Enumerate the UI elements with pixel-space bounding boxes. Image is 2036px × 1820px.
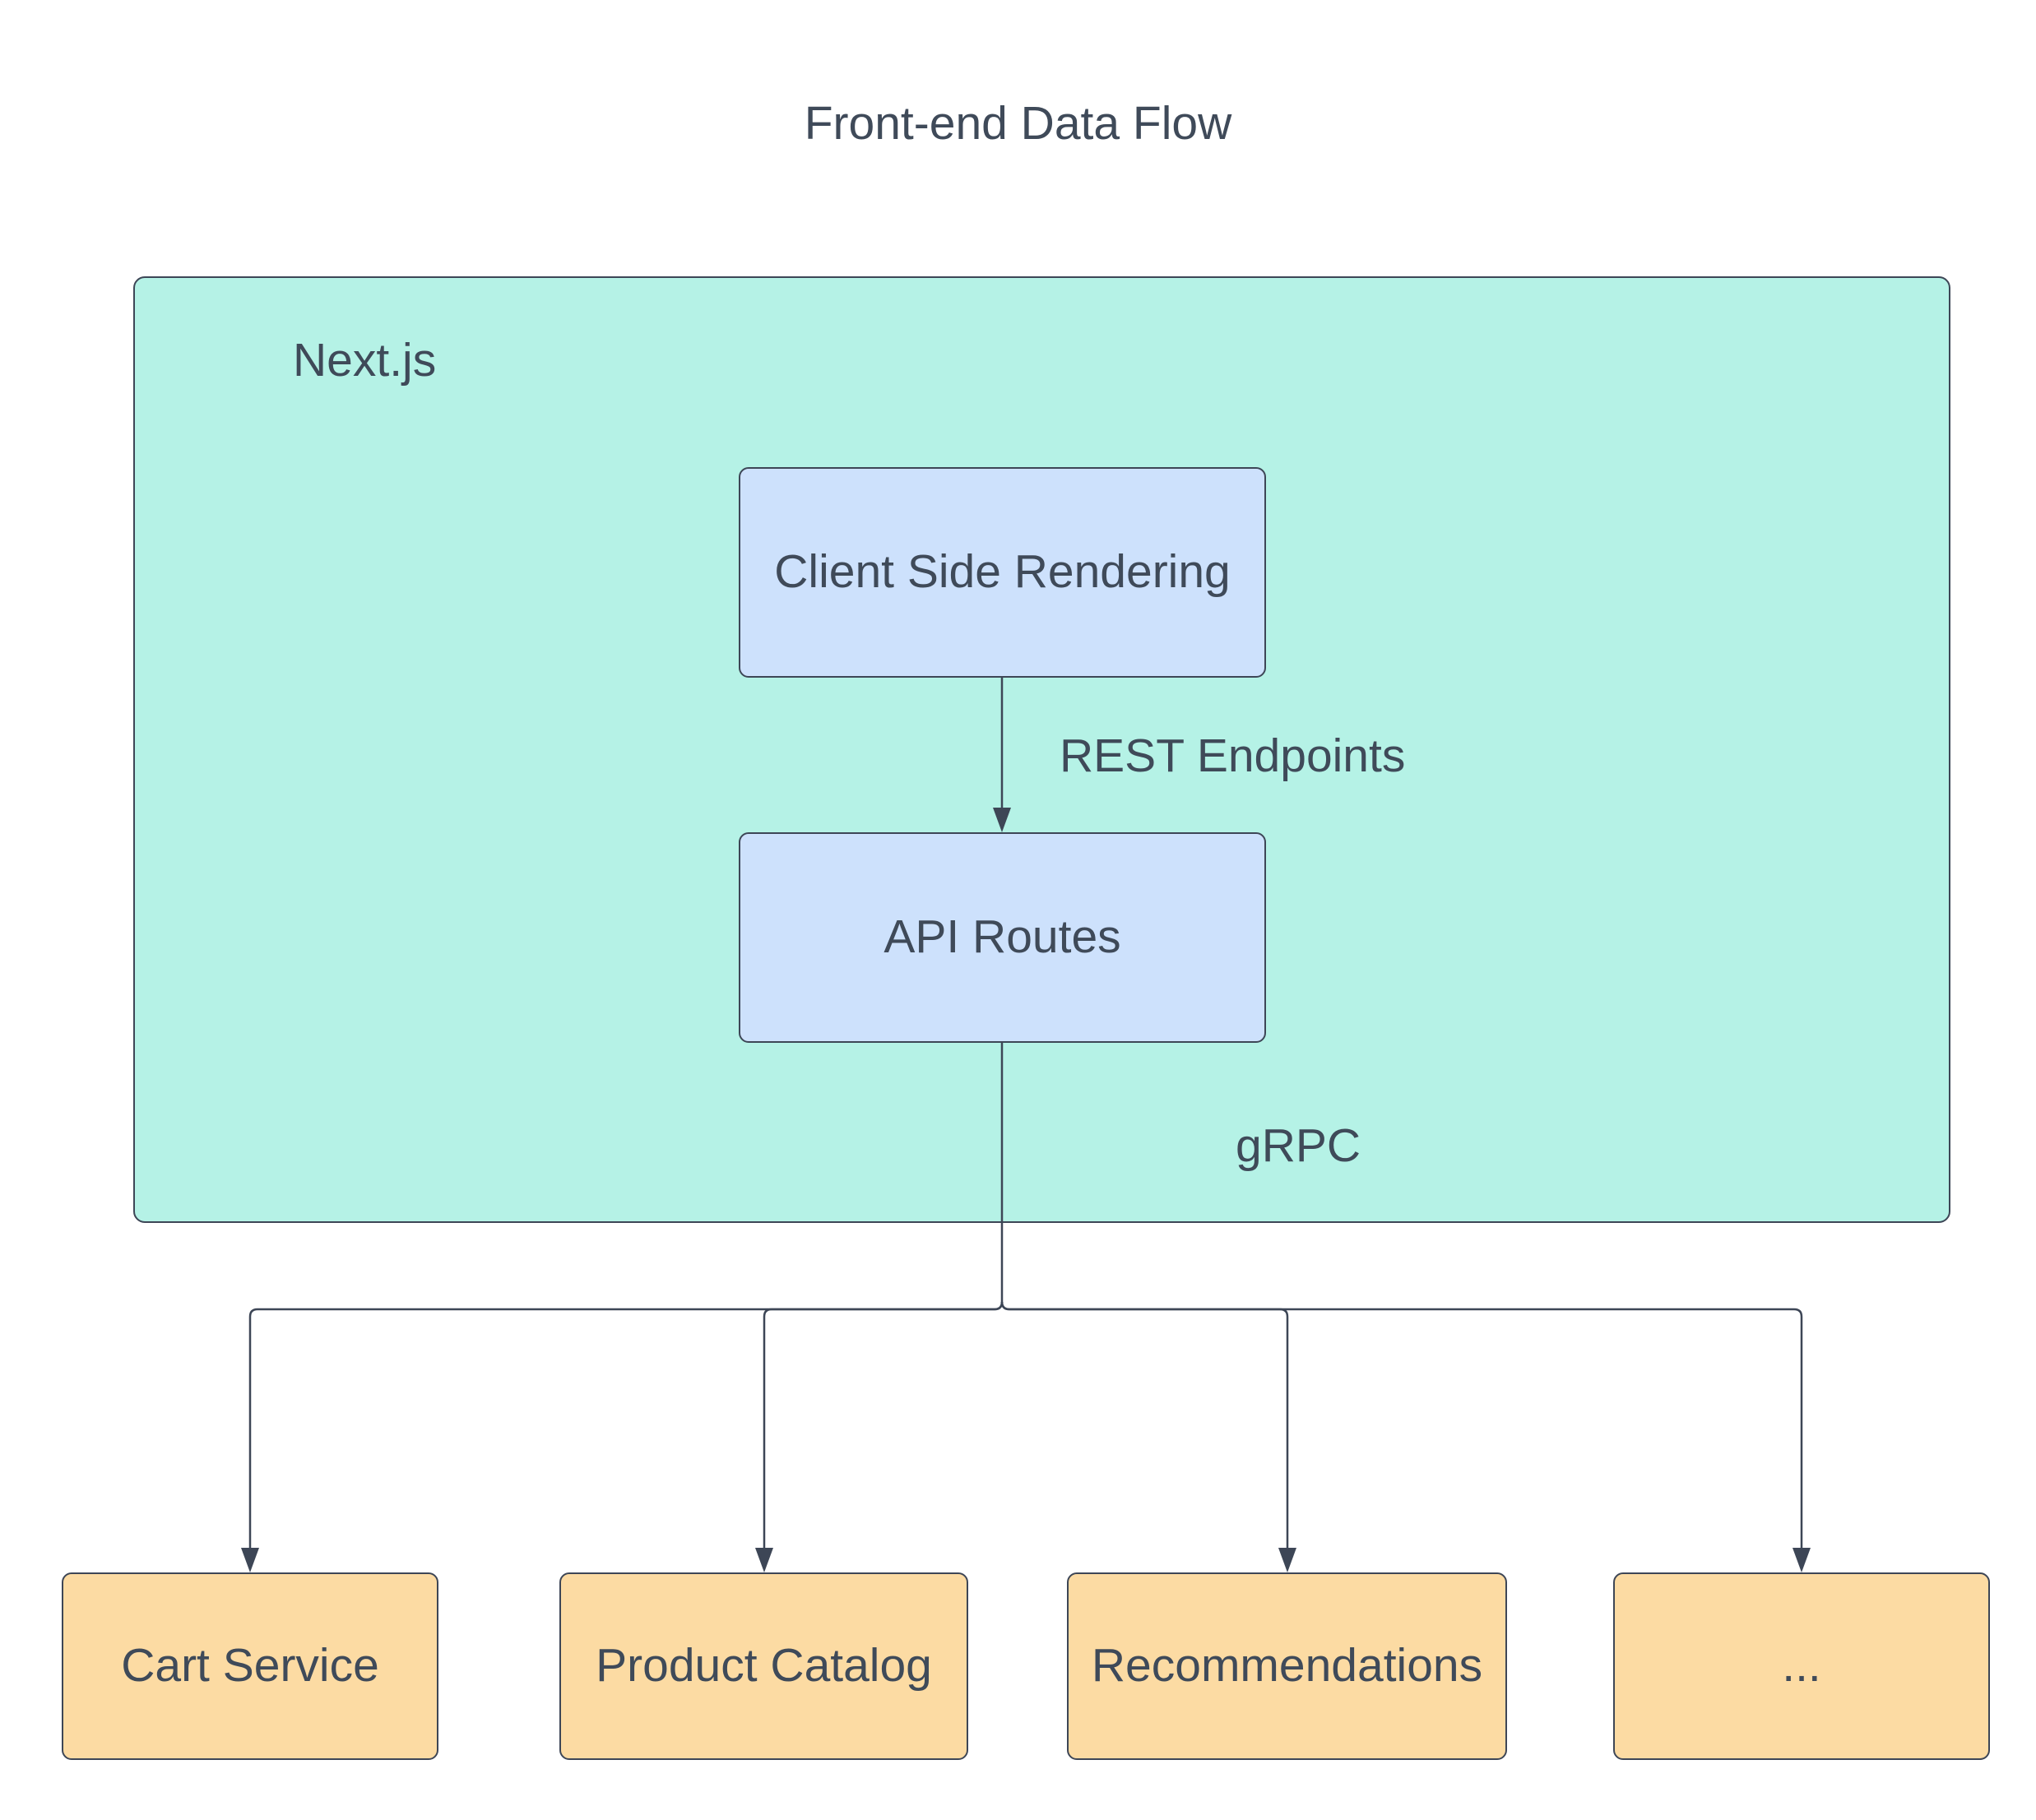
arrowhead-more-services <box>1793 1548 1811 1572</box>
edge-label-rest-endpoints: REST Endpoints <box>1060 729 1406 782</box>
node-more-services: ... <box>1613 1572 1990 1760</box>
edge-api-to-catalog <box>763 1301 1004 1549</box>
nextjs-container-label: Next.js <box>293 334 437 387</box>
arrowhead-product-catalog <box>755 1548 773 1572</box>
node-api-routes-label: API Routes <box>884 910 1121 964</box>
node-cart-service: Cart Service <box>62 1572 438 1760</box>
edge-label-grpc: gRPC <box>1236 1119 1361 1172</box>
arrowhead-recommendations <box>1278 1548 1296 1572</box>
nextjs-container <box>133 276 1950 1223</box>
node-product-catalog-label: Product Catalog <box>596 1639 932 1693</box>
arrowhead-cart-service <box>241 1548 259 1572</box>
node-cart-service-label: Cart Service <box>121 1639 379 1693</box>
diagram-title: Front-end Data Flow <box>804 97 1232 150</box>
node-recommendations: Recommendations <box>1067 1572 1507 1760</box>
edge-api-to-more <box>1000 1301 1803 1549</box>
node-more-services-label: ... <box>1782 1639 1821 1693</box>
node-client-side-rendering-label: Client Side Rendering <box>774 545 1231 599</box>
node-product-catalog: Product Catalog <box>559 1572 968 1760</box>
node-recommendations-label: Recommendations <box>1091 1639 1483 1693</box>
node-client-side-rendering: Client Side Rendering <box>739 467 1266 678</box>
node-api-routes: API Routes <box>739 832 1266 1043</box>
edge-api-to-recommendations <box>1000 1301 1289 1549</box>
